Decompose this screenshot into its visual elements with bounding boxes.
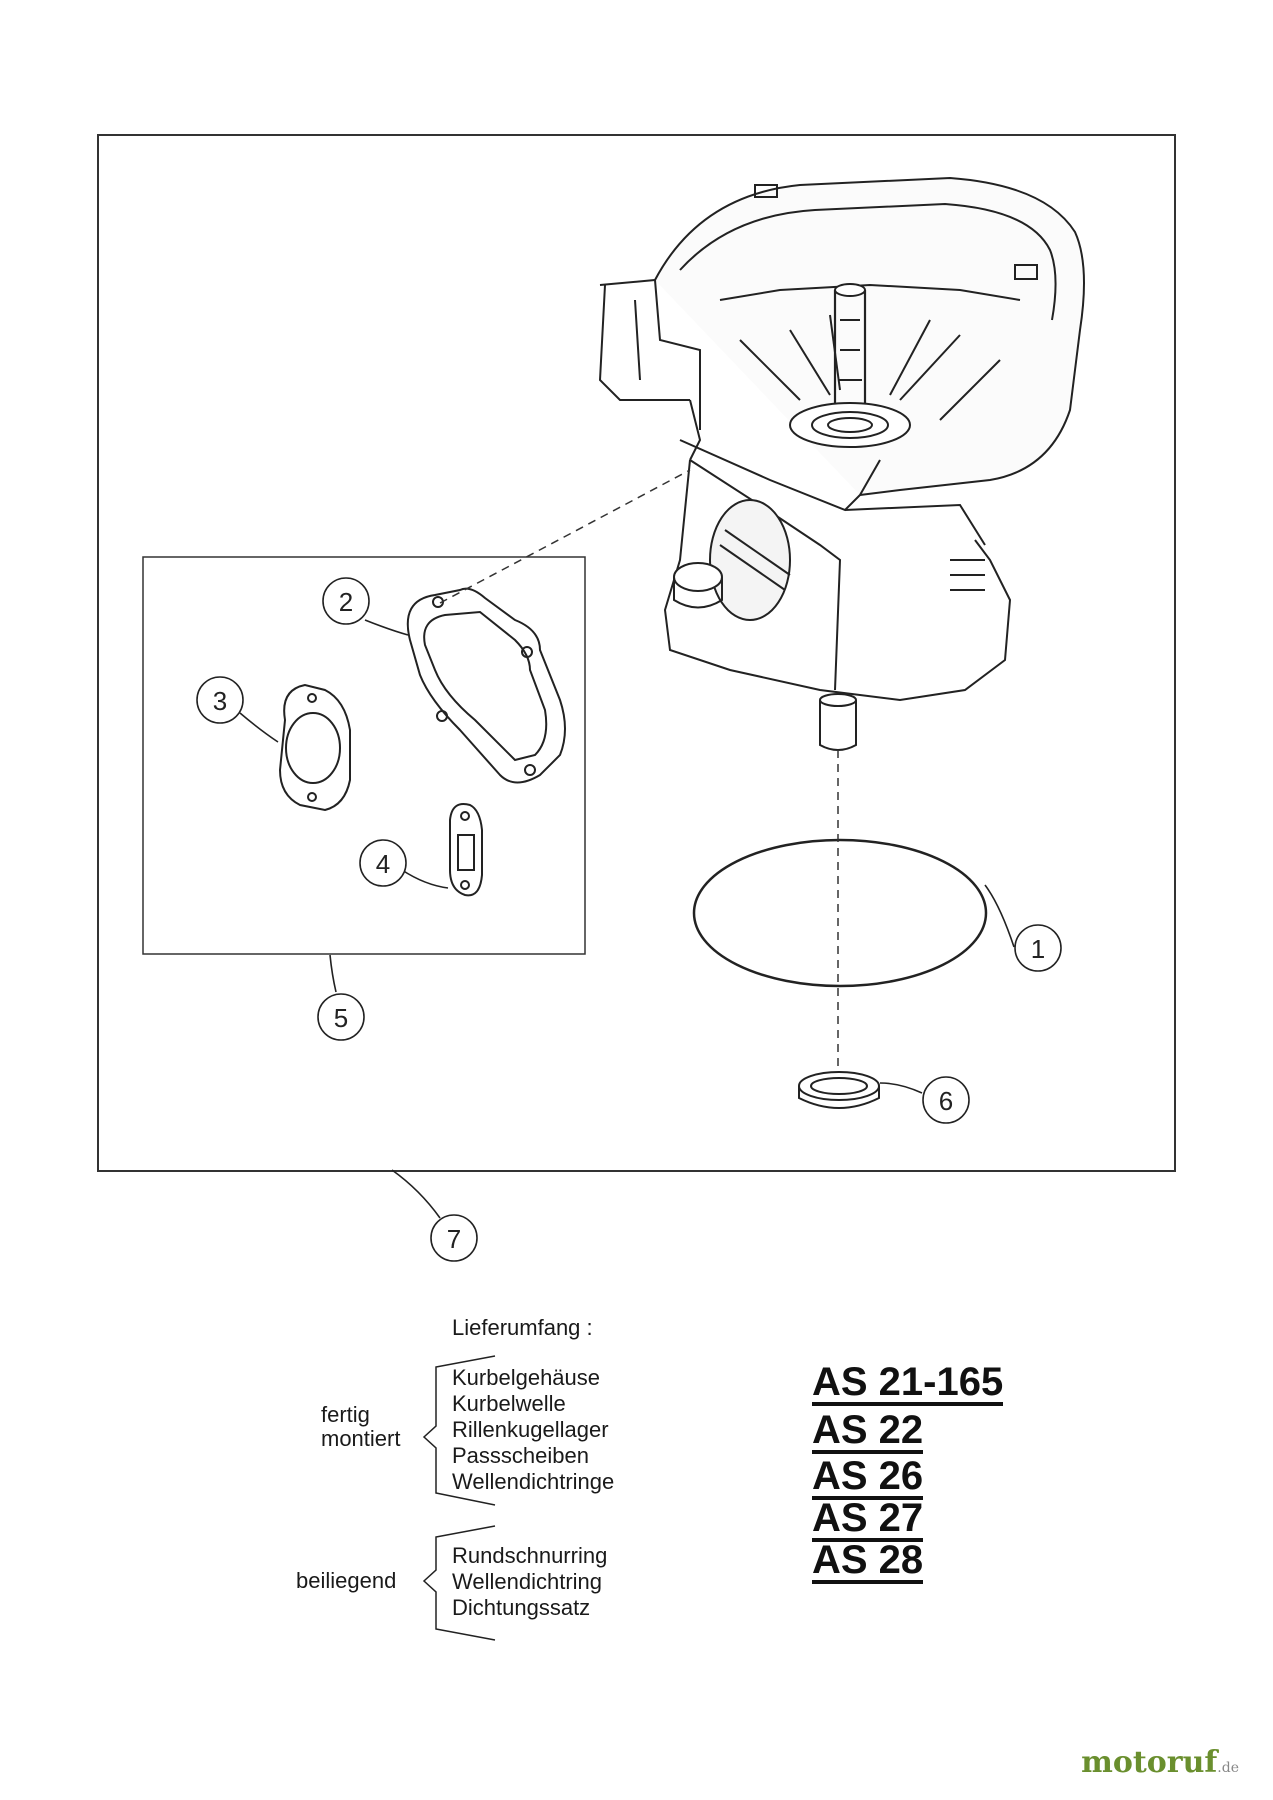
callout-circle-6 bbox=[922, 1076, 970, 1124]
callout-circle-5 bbox=[317, 993, 365, 1041]
group1-item: Kurbelgehäuse bbox=[452, 1365, 601, 1390]
assembly-frame bbox=[97, 134, 1176, 1172]
model-label: AS 22 bbox=[812, 1408, 924, 1454]
legend-heading: Lieferumfang : bbox=[452, 1315, 593, 1340]
model-label: AS 28 bbox=[812, 1538, 924, 1584]
group1-item: Rillenkugellager bbox=[452, 1417, 609, 1442]
callout-circle-2 bbox=[322, 577, 370, 625]
brand-watermark: motoruf.de bbox=[1081, 1745, 1239, 1780]
group1-item: Wellendichtringe bbox=[452, 1469, 615, 1494]
group1-item: Kurbelwelle bbox=[452, 1391, 566, 1416]
o-ring bbox=[692, 838, 988, 988]
callout-circles bbox=[196, 577, 1062, 1262]
group1-label-line2: montiert bbox=[321, 1426, 401, 1451]
group1-label-line1: fertig bbox=[321, 1402, 370, 1427]
leader-lines bbox=[239, 619, 1015, 1219]
group2-item: Dichtungssatz bbox=[452, 1595, 591, 1620]
crankcase-housing bbox=[598, 176, 1085, 751]
callout-number-7: 7 bbox=[447, 1224, 461, 1254]
callout-number-6: 6 bbox=[939, 1086, 953, 1116]
cylinder-gasket bbox=[406, 587, 566, 784]
callout-number-3: 3 bbox=[213, 686, 227, 716]
callout-circle-7 bbox=[430, 1214, 478, 1262]
exhaust-gasket bbox=[449, 803, 483, 897]
group2-label: beiliegend bbox=[296, 1568, 397, 1593]
callout-number-4: 4 bbox=[376, 849, 390, 879]
callout-number-1: 1 bbox=[1031, 934, 1045, 964]
group2-item: Wellendichtring bbox=[452, 1569, 603, 1594]
model-label: AS 21-165 bbox=[812, 1360, 1004, 1406]
callout-circle-1 bbox=[1014, 924, 1062, 972]
assembly-dash-lines bbox=[439, 469, 839, 1070]
legend-braces bbox=[422, 1355, 496, 1641]
gasket-set-frame bbox=[142, 556, 586, 955]
watermark-main: motoruf bbox=[1081, 1745, 1218, 1780]
watermark-suffix: .de bbox=[1217, 1760, 1239, 1776]
shaft-seal bbox=[798, 1071, 880, 1109]
callout-circle-3 bbox=[196, 676, 244, 724]
model-label: AS 27 bbox=[812, 1496, 924, 1542]
callout-number-5: 5 bbox=[334, 1003, 348, 1033]
group1-item: Passscheiben bbox=[452, 1443, 589, 1468]
group2-item: Rundschnurring bbox=[452, 1543, 608, 1568]
intake-gasket bbox=[278, 683, 351, 812]
callout-number-2: 2 bbox=[339, 587, 353, 617]
callout-circle-4 bbox=[359, 839, 407, 887]
model-label: AS 26 bbox=[812, 1454, 924, 1500]
